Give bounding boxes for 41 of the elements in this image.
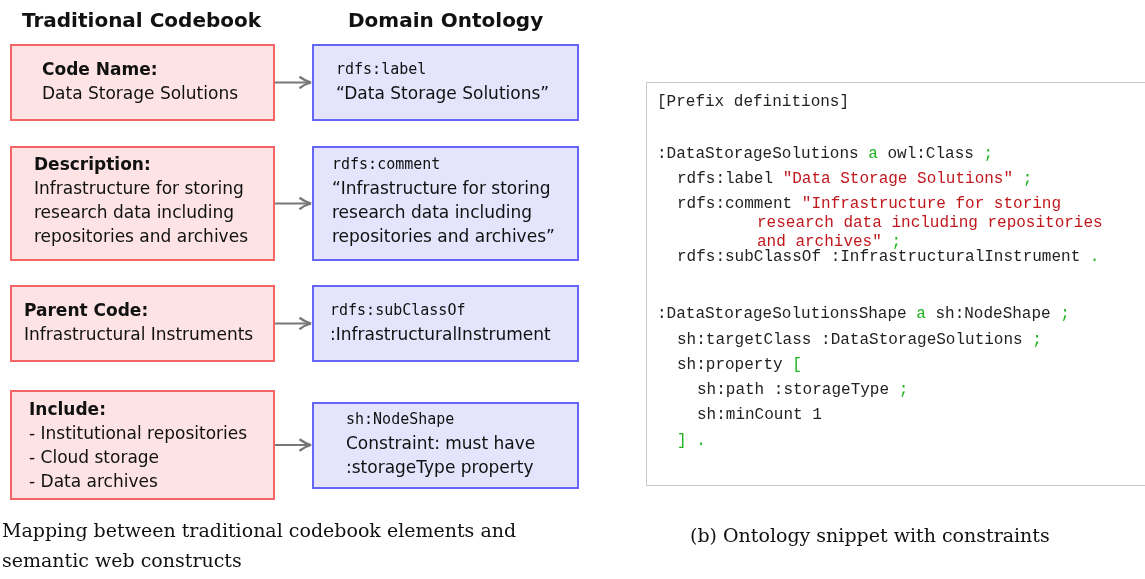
code-panel [646,82,1145,486]
code-line: [Prefix definitions] [656,93,851,112]
property-name: sh:NodeShape [346,409,456,430]
property-name: rdfs:comment [332,154,442,175]
code-line: :DataStorageSolutionsShape a sh:NodeShape ; [656,305,1071,324]
code-line: ] . [676,432,707,451]
code-line: :DataStorageSolutions a owl:Class ; [656,145,995,164]
code-line: sh:targetClass :DataStorageSolutions ; [676,331,1043,350]
codebook-box [10,390,275,500]
field-text: Infrastructure for storing research data including repositories and archives [34,177,249,248]
field-text: :InfrastructuralInstrument [330,323,552,346]
field-heading: Parent Code: [24,299,150,322]
figure-caption: (b) Ontology snippet with constraints [690,523,1051,548]
field-heading: Code Name: [42,58,159,81]
ontology-box [312,146,579,261]
codebook-box [10,44,275,121]
field-text: - Cloud storage [29,446,161,469]
ontology-box [312,402,579,489]
column-heading: Domain Ontology [348,8,545,32]
column-heading: Traditional Codebook [22,8,263,32]
field-text: Data Storage Solutions [42,82,240,105]
ontology-box [312,285,579,362]
code-line: sh:minCount 1 [696,406,823,425]
field-text: - Data archives [29,470,159,493]
field-text: Infrastructural Instruments [24,323,255,346]
figure-caption: Mapping between traditional codebook elements and semantic web constructs [2,518,518,573]
codebook-box [10,285,275,362]
field-heading: Include: [29,398,107,421]
field-heading: Description: [34,153,152,176]
property-name: rdfs:label [336,59,428,80]
code-line: rdfs:subClassOf :InfrastructuralInstrument . [676,248,1101,268]
field-text: “Data Storage Solutions” [336,82,551,105]
ontology-box [312,44,579,121]
codebook-box [10,146,275,261]
code-line: rdfs:label "Data Storage Solutions" ; [676,170,1034,189]
field-text: - Institutional repositories [29,422,249,445]
code-line: sh:property [ [676,356,803,375]
field-text: Constraint: must have :storageType property [346,432,537,479]
property-name: rdfs:subClassOf [330,300,467,321]
field-text: “Infrastructure for storing research data including repositories and archives” [332,177,556,248]
code-line: sh:path :storageType ; [696,381,910,400]
